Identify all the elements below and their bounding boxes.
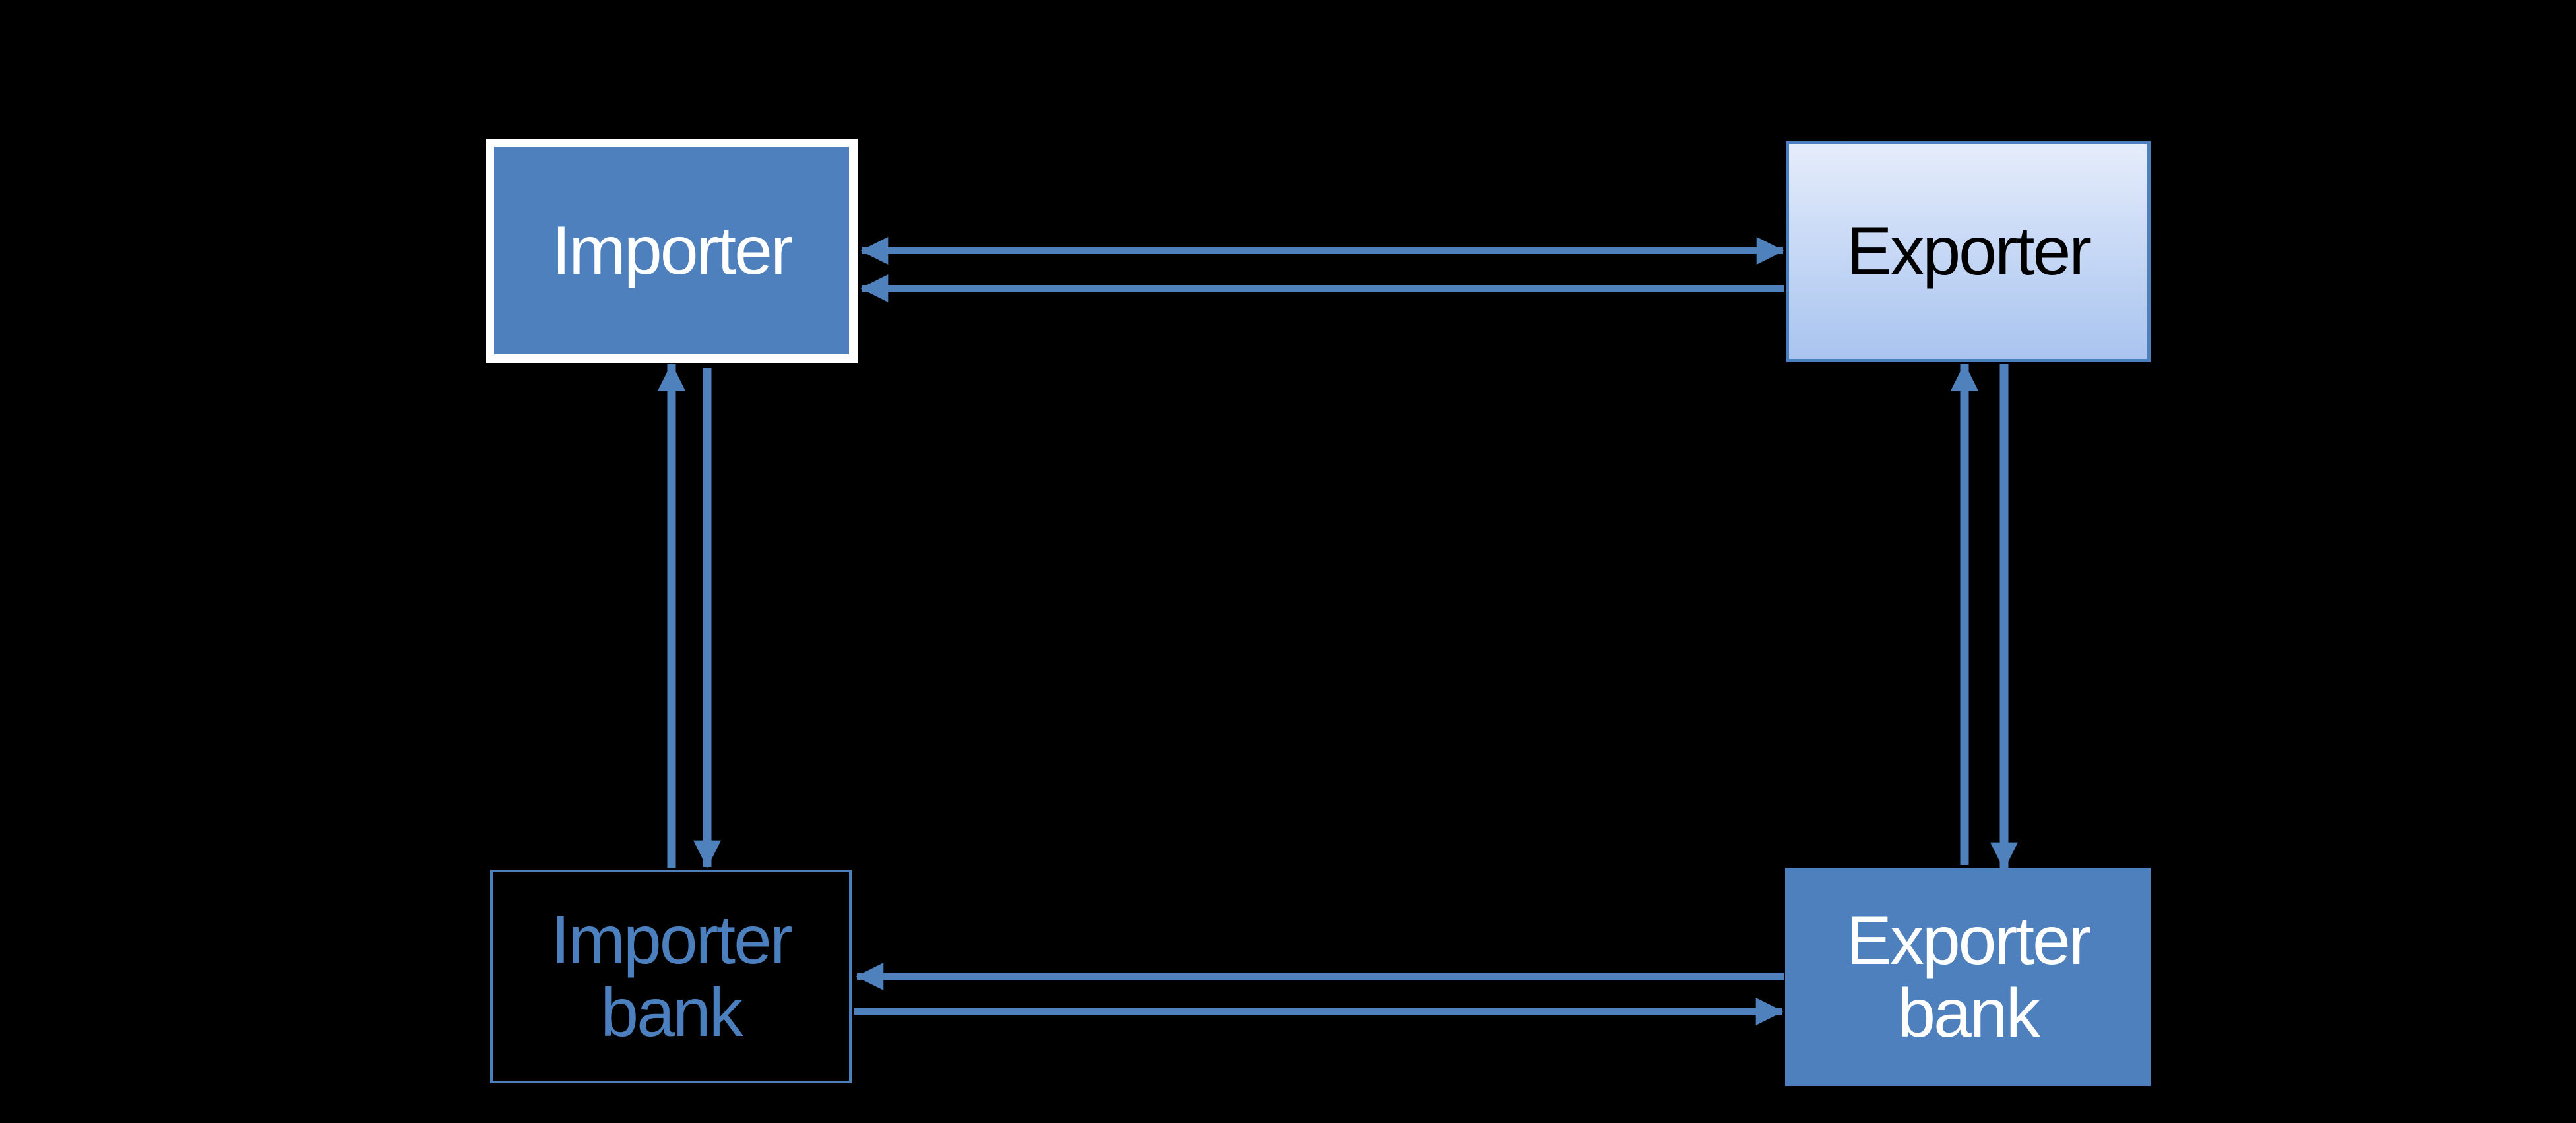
exporter-box: Exporter: [1786, 141, 2151, 362]
importer-bank-box: Importer bank: [490, 870, 852, 1083]
exporter-label: Exporter: [1846, 213, 2092, 290]
importer-bank-label: Importer bank: [551, 902, 792, 1051]
exporter-bank-label: Exporter bank: [1846, 902, 2091, 1052]
importer-label: Importer: [551, 212, 793, 289]
exporter-bank-box: Exporter bank: [1785, 868, 2151, 1086]
importer-box: Importer: [486, 139, 858, 363]
